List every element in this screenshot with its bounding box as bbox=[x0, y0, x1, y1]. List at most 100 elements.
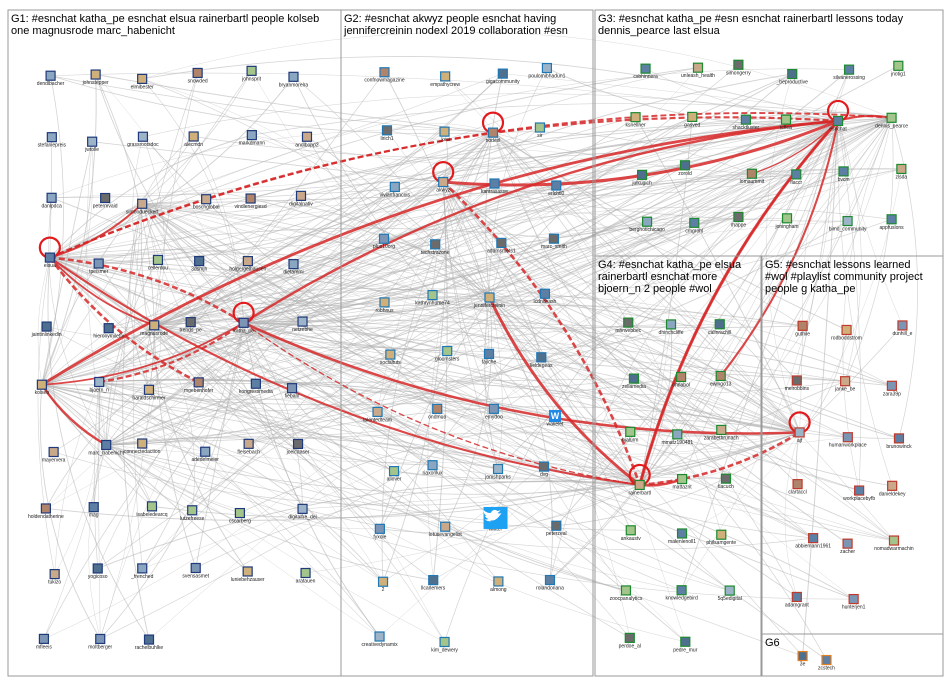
node-guthile[interactable]: guthile bbox=[795, 321, 810, 337]
node-grassrootsdoc[interactable]: grassrootsdoc bbox=[127, 132, 159, 148]
node-3e[interactable]: 3e bbox=[798, 652, 807, 668]
node-mfleeis[interactable]: mfleeis bbox=[36, 634, 52, 650]
node-yogicoso[interactable]: yogicoso bbox=[88, 564, 108, 580]
node-tlacuch[interactable]: tlacuch bbox=[718, 474, 734, 490]
node-abbiemann1961[interactable]: abbiemann1961 bbox=[795, 534, 831, 550]
node-stefaniepreis[interactable]: stefaniepreis bbox=[38, 133, 67, 149]
node-moltberger[interactable]: moltberger bbox=[88, 634, 112, 650]
node-label: joelcaaser bbox=[286, 449, 310, 455]
node-dvg[interactable]: dvg bbox=[539, 462, 548, 478]
node-2[interactable]: 2 bbox=[379, 577, 388, 593]
node-danieldekey[interactable]: danieldekey bbox=[879, 481, 906, 497]
group-title-g1-line-2: one magnusrode marc_habenicht bbox=[11, 25, 175, 37]
avatar bbox=[302, 132, 311, 141]
node-zorold[interactable]: zorold bbox=[678, 161, 692, 177]
node-_frenched[interactable]: _frenched bbox=[130, 564, 153, 580]
node-dunhill_e[interactable]: dunhill_e bbox=[892, 321, 912, 337]
node-zacher[interactable]: zacher bbox=[840, 539, 855, 555]
node-_kevi[interactable]: _kevi bbox=[438, 127, 451, 143]
node-svensasmet[interactable]: svensasmet bbox=[182, 563, 209, 579]
node-snowded[interactable]: snowded bbox=[188, 68, 208, 84]
node-clartaccl[interactable]: clartaccl bbox=[788, 480, 806, 496]
node-ankaustv[interactable]: ankaustv bbox=[621, 526, 642, 542]
node-llcarlemers[interactable]: llcarlemers bbox=[421, 576, 446, 592]
node-holdendatherine[interactable]: holdendatherine bbox=[28, 504, 64, 520]
node-simongerry[interactable]: simongerry bbox=[726, 60, 751, 76]
node-poulomibhadun1[interactable]: poulomibhadun1 bbox=[528, 64, 565, 80]
node-jwtolle[interactable]: jwtolle bbox=[84, 137, 99, 153]
node-isabeledearcq[interactable]: isabeledearcq bbox=[136, 502, 167, 518]
node-creativedynamix[interactable]: creativedynamix bbox=[361, 632, 398, 648]
node-adamgrant[interactable]: adamgrant bbox=[785, 592, 810, 608]
node-mag[interactable]: mag bbox=[89, 503, 99, 519]
avatar bbox=[681, 637, 690, 646]
node-ajf[interactable]: ajf bbox=[795, 428, 804, 444]
node-zcstech[interactable]: zcstech bbox=[818, 656, 835, 672]
avatar bbox=[629, 374, 638, 383]
node-confnowmagazine[interactable]: confnowmagazine bbox=[364, 68, 405, 84]
node-cscarberg[interactable]: cscarberg bbox=[229, 509, 251, 525]
node-label: fiebanl bbox=[285, 394, 300, 400]
node-hunterjen1[interactable]: hunterjen1 bbox=[842, 595, 866, 611]
avatar bbox=[247, 131, 256, 140]
node-tukizo[interactable]: tukizo bbox=[48, 570, 61, 586]
node-label: berghotichicago bbox=[629, 227, 665, 233]
node-elsua[interactable]: elsua bbox=[44, 253, 56, 269]
avatar bbox=[138, 132, 147, 141]
node-fyxole[interactable]: fyxole bbox=[373, 524, 386, 540]
node-label: stefaniepreis bbox=[38, 143, 67, 149]
node-bimd_community[interactable]: bimd_community bbox=[829, 217, 867, 233]
avatar bbox=[717, 425, 726, 434]
node-label: csbhinnera bbox=[633, 74, 658, 80]
avatar bbox=[373, 407, 382, 416]
node-empathycrew[interactable]: empathycrew bbox=[430, 72, 460, 88]
node-label: kongressmedia bbox=[239, 389, 273, 395]
node-rodboddstrom[interactable]: rodboddstrom bbox=[831, 325, 862, 341]
node-almong[interactable]: almong bbox=[490, 577, 507, 593]
avatar bbox=[145, 635, 154, 644]
avatar bbox=[845, 65, 854, 74]
node-zlsda[interactable]: zlsda bbox=[896, 164, 908, 180]
node-bvcm[interactable]: bvcm bbox=[838, 167, 850, 183]
node-label: tlacuch bbox=[718, 484, 734, 490]
node-label: gloomsters bbox=[435, 357, 460, 363]
node-bryanmorelra[interactable]: bryanmorelra bbox=[279, 72, 309, 88]
node-label: svensasmet bbox=[182, 573, 209, 579]
node-csbhinnera[interactable]: csbhinnera bbox=[633, 64, 658, 80]
node-label: allover bbox=[387, 477, 402, 483]
avatar bbox=[490, 179, 499, 188]
node-rachelbuhlke[interactable]: rachelbuhlke bbox=[135, 635, 164, 651]
node-johnsprit[interactable]: johnsprit bbox=[241, 66, 262, 82]
node-appfuslons[interactable]: appfuslons bbox=[880, 215, 905, 231]
node-_beproductive[interactable]: _beproductive bbox=[776, 70, 809, 86]
node-silvanerossing[interactable]: silvanerossing bbox=[833, 65, 865, 81]
node-andlbopp2[interactable]: andlbopp2 bbox=[295, 132, 319, 148]
node-flaccr[interactable]: flaccr bbox=[790, 170, 802, 186]
avatar bbox=[643, 217, 652, 226]
node-mayervera[interactable]: mayervera bbox=[42, 447, 66, 463]
node-gigacommunity[interactable]: gigacommunity bbox=[486, 69, 520, 85]
node-perdoe_al[interactable]: perdoe_al bbox=[619, 633, 641, 649]
node-label: workplacebyfb bbox=[843, 496, 875, 502]
node-tcflea[interactable]: tcflea bbox=[780, 115, 792, 131]
node-lirich1[interactable]: lirich1 bbox=[380, 126, 393, 142]
node-workplacebyfb[interactable]: workplacebyfb bbox=[843, 486, 875, 502]
avatar bbox=[193, 68, 202, 77]
avatar bbox=[91, 70, 100, 79]
avatar bbox=[201, 447, 210, 456]
node-dendlbacher[interactable]: dendlbacher bbox=[37, 71, 65, 87]
node-danlpdca[interactable]: danlpdca bbox=[41, 193, 62, 209]
node-label: bryanmorelra bbox=[279, 82, 309, 88]
avatar bbox=[667, 320, 676, 329]
node-kim_dewery[interactable]: kim_dewery bbox=[431, 637, 458, 653]
node-johnstepper[interactable]: johnstepper bbox=[82, 70, 109, 86]
avatar bbox=[688, 112, 697, 121]
node-label: julkugich bbox=[631, 180, 652, 186]
group-box-g6 bbox=[762, 634, 943, 676]
node-aratauen[interactable]: aratauen bbox=[296, 568, 316, 584]
avatar bbox=[235, 509, 244, 518]
node-sir[interactable]: sir bbox=[535, 123, 544, 139]
avatar bbox=[734, 60, 743, 69]
node-luniebehzauser[interactable]: luniebehzauser bbox=[231, 567, 265, 583]
node-vivianfrancois[interactable]: vivianfrancois bbox=[380, 182, 411, 198]
